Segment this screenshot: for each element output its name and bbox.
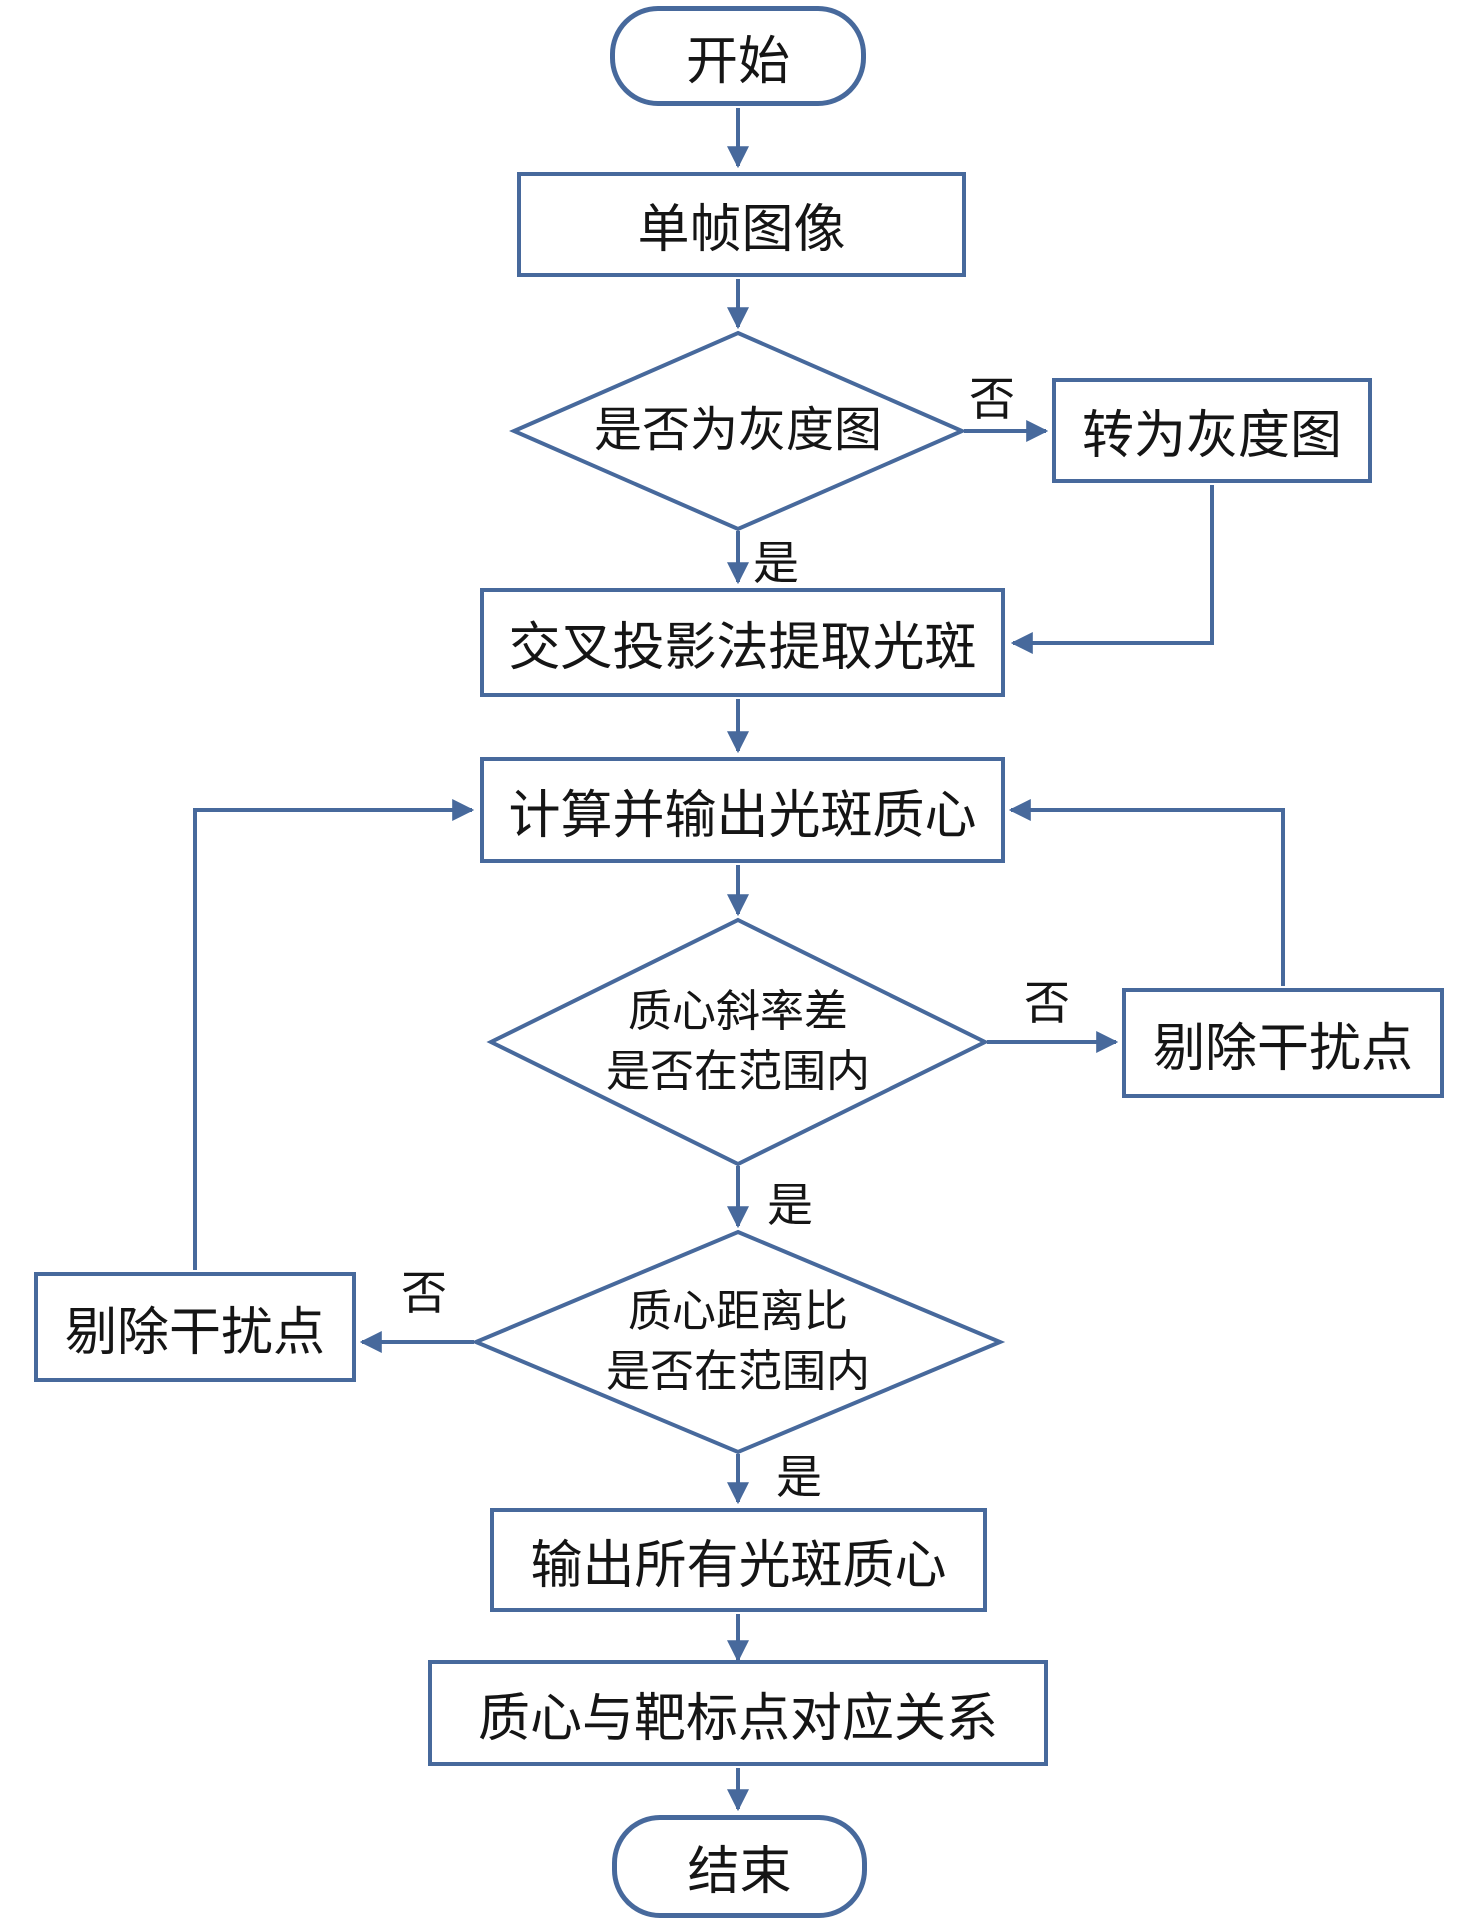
process-output-all-centroids: 输出所有光斑质心 [490, 1508, 987, 1612]
edge-label-dist-yes: 是 [776, 1452, 822, 1503]
decision-distance-ratio-line2: 是否在范围内 [606, 1347, 870, 1396]
decision-distance-ratio-line1: 质心距离比 [628, 1287, 848, 1336]
edge-label-isgray-no: 否 [969, 374, 1015, 425]
start-terminator: 开始 [610, 6, 866, 106]
decision-is-grayscale-label: 是否为灰度图 [593, 404, 882, 457]
path-trimright-to-compute [1008, 799, 1285, 986]
edge-label-slope-no: 否 [1024, 978, 1070, 1029]
edge-label-slope-yes: 是 [767, 1180, 813, 1231]
process-remove-interference-right: 剔除干扰点 [1122, 988, 1444, 1098]
decision-slope-diff-label: 质心斜率差 是否在范围内 [538, 982, 938, 1102]
path-trimleft-to-compute [193, 799, 475, 1270]
process-centroid-target-mapping: 质心与靶标点对应关系 [428, 1660, 1048, 1766]
process-cross-projection-extract-spot: 交叉投影法提取光斑 [480, 588, 1005, 697]
decision-distance-ratio-shape [470, 1229, 1006, 1455]
path-togray-to-crossproj [1010, 485, 1214, 654]
decision-slope-diff-line1: 质心斜率差 [628, 987, 848, 1036]
end-terminator: 结束 [612, 1815, 867, 1918]
edge-label-isgray-yes: 是 [753, 538, 799, 589]
edge-label-dist-no: 否 [401, 1268, 447, 1319]
decision-slope-diff-shape [486, 917, 990, 1167]
process-remove-interference-left: 剔除干扰点 [34, 1272, 356, 1382]
process-convert-to-grayscale: 转为灰度图 [1052, 378, 1372, 483]
decision-slope-diff-line2: 是否在范围内 [606, 1047, 870, 1096]
process-compute-output-centroid: 计算并输出光斑质心 [480, 757, 1005, 863]
decision-distance-ratio-label: 质心距离比 是否在范围内 [538, 1282, 938, 1402]
decision-is-grayscale-shape [509, 330, 967, 532]
process-single-frame-image: 单帧图像 [517, 172, 966, 277]
